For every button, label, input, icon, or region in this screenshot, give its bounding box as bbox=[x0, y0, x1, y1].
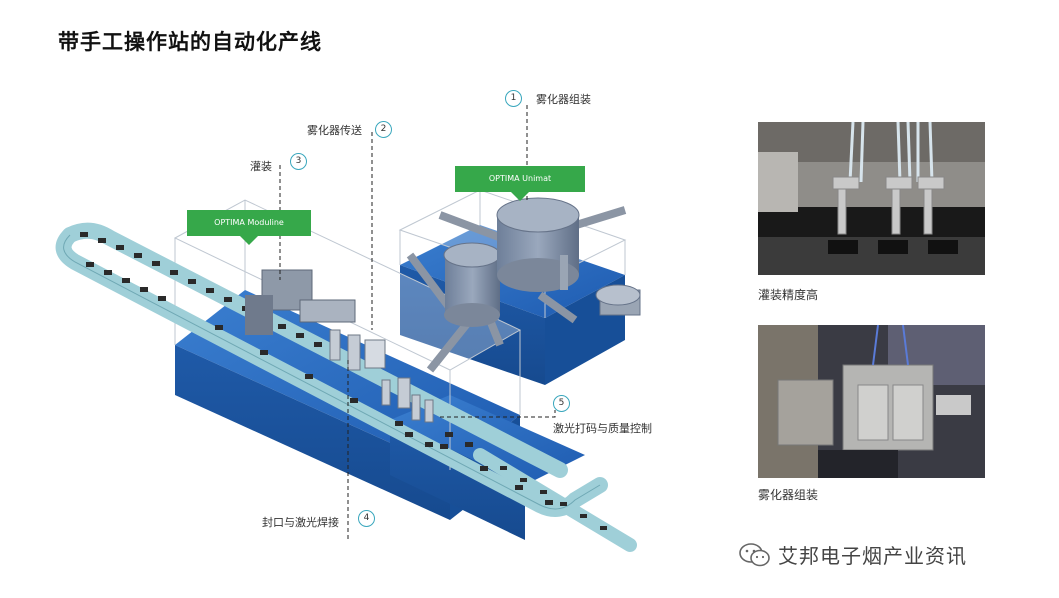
filling-photo bbox=[758, 122, 985, 275]
production-line-diagram bbox=[0, 0, 740, 598]
watermark: 艾邦电子烟产业资讯 bbox=[738, 540, 967, 569]
callout-1-label: 雾化器组装 bbox=[536, 91, 591, 107]
callout-5-label: 激光打码与质量控制 bbox=[553, 420, 652, 436]
moduline-tag: OPTIMA Moduline bbox=[187, 210, 311, 236]
callout-2-badge: 2 bbox=[375, 121, 392, 138]
assembly-photo-caption: 雾化器组装 bbox=[758, 486, 818, 503]
callout-3-label: 灌装 bbox=[250, 158, 272, 174]
filling-photo-caption: 灌装精度高 bbox=[758, 286, 818, 303]
wechat-icon bbox=[738, 542, 772, 568]
watermark-text: 艾邦电子烟产业资讯 bbox=[778, 540, 967, 569]
callout-5-badge: 5 bbox=[553, 395, 570, 412]
unimat-tag: OPTIMA Unimat bbox=[455, 166, 585, 192]
callout-1-badge: 1 bbox=[505, 90, 522, 107]
callout-4-label: 封口与激光焊接 bbox=[262, 514, 339, 530]
callout-3-badge: 3 bbox=[290, 153, 307, 170]
callout-4-badge: 4 bbox=[358, 510, 375, 527]
callout-2-label: 雾化器传送 bbox=[307, 122, 362, 138]
assembly-photo bbox=[758, 325, 985, 478]
